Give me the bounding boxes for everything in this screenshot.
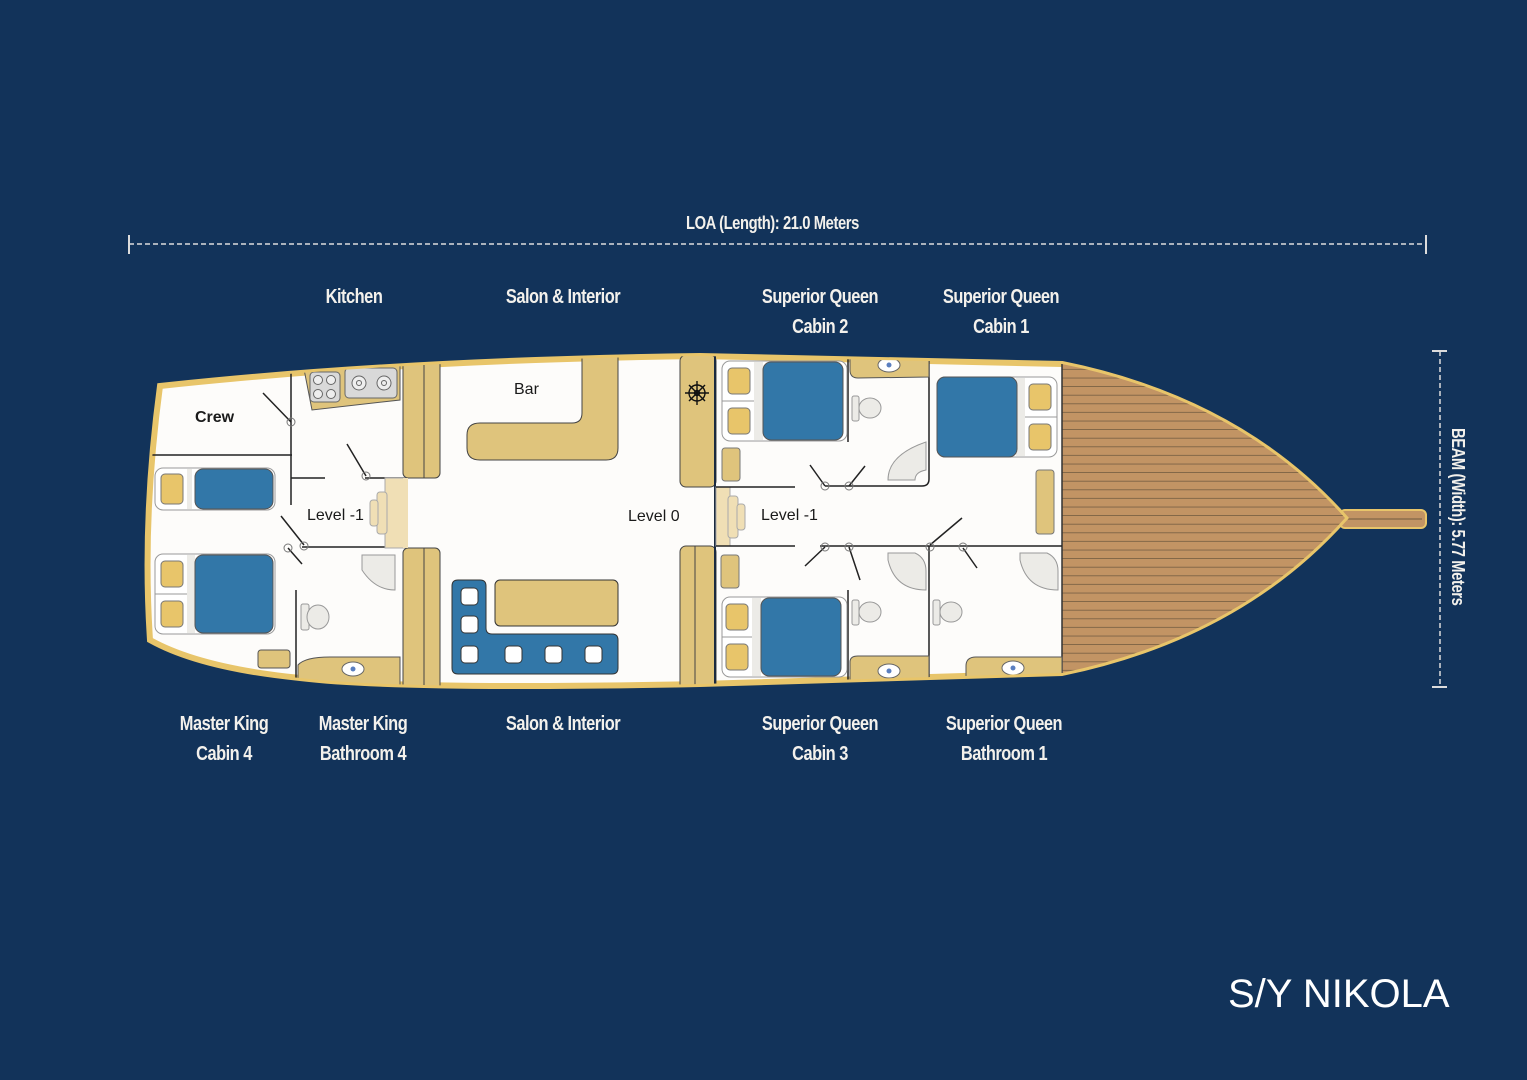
beam-dimension-line (1432, 350, 1447, 688)
loa-dimension-line (128, 235, 1427, 254)
salon-sofa (451, 579, 619, 675)
crew-bed (194, 468, 274, 510)
label-kitchen: Kitchen (325, 286, 383, 308)
label-crew: Crew (195, 409, 235, 426)
bow-deck (1062, 356, 1346, 686)
label-bar: Bar (514, 381, 540, 398)
label-level-fwd: Level -1 (761, 507, 818, 524)
label-level-aft: Level -1 (307, 507, 364, 524)
label-level-main: Level 0 (628, 508, 680, 525)
yacht-name: S/Y NIKOLA (1228, 972, 1450, 1016)
label-salon-bottom: Salon & Interior (505, 713, 621, 735)
helm-wheel-icon (685, 381, 709, 405)
loa-label: LOA (Length): 21.0 Meters (686, 213, 859, 233)
label-salon-top: Salon & Interior (505, 286, 621, 308)
cabin-2-bed (762, 361, 844, 441)
cabin-1-bed (936, 376, 1018, 458)
master-king-bed (194, 554, 274, 634)
cabin-3-bed (760, 597, 842, 677)
bar-counter (466, 356, 619, 461)
salon-table (494, 579, 619, 627)
